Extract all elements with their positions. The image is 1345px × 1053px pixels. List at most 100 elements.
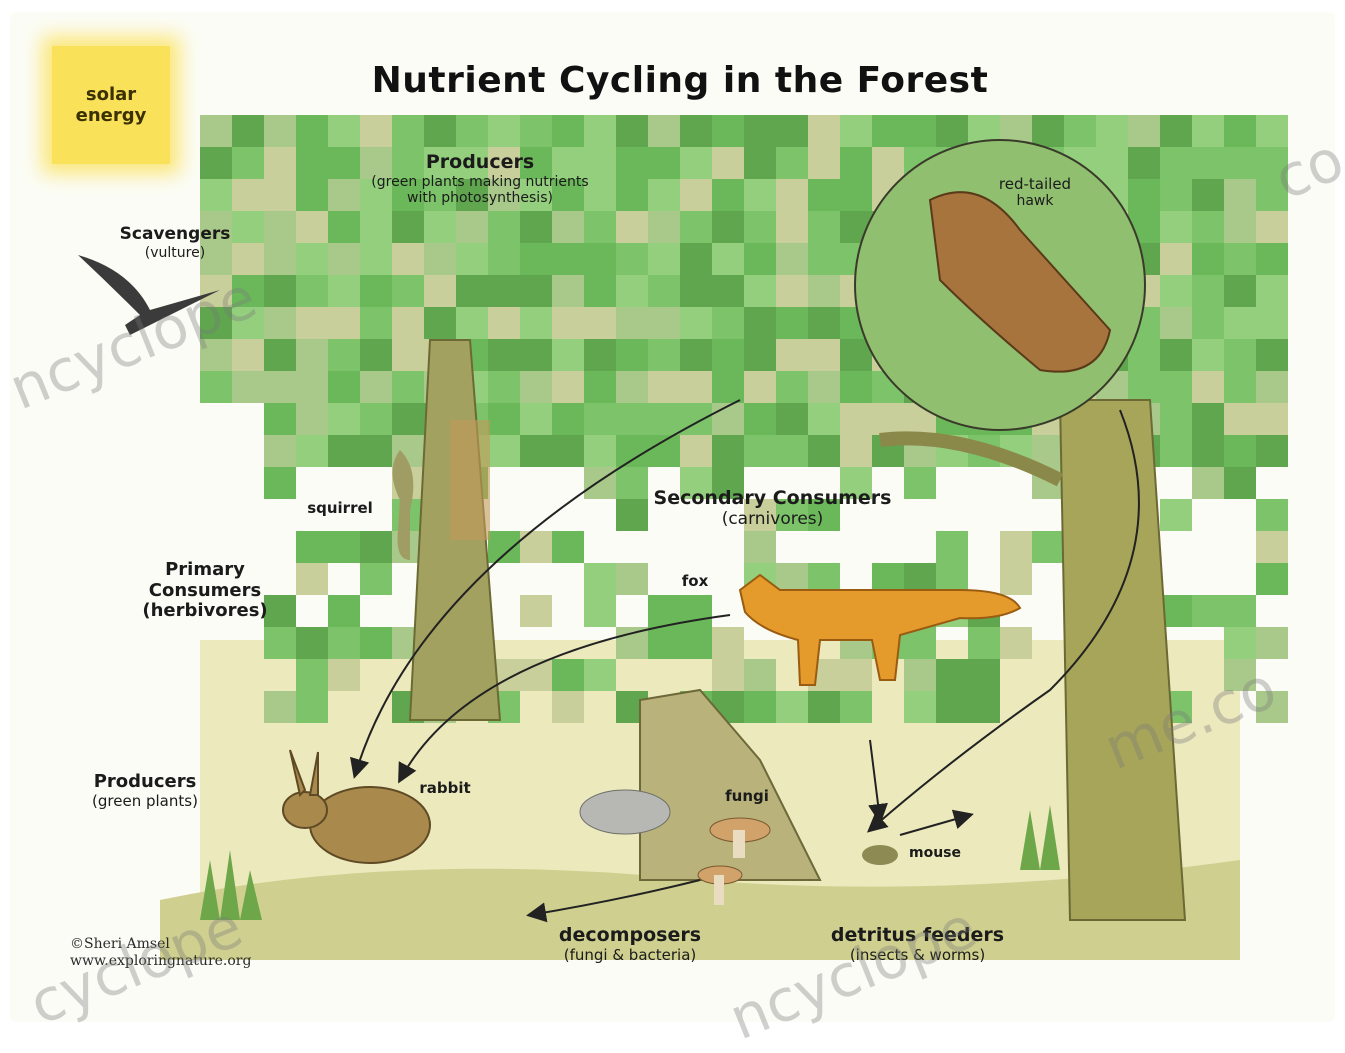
canopy-tile — [232, 371, 264, 403]
canopy-tile — [584, 339, 616, 371]
producers-top-name: Producers — [426, 151, 534, 173]
canopy-tile — [456, 275, 488, 307]
vulture — [78, 255, 220, 335]
canopy-tile — [1224, 659, 1256, 691]
canopy-tile — [616, 243, 648, 275]
label-squirrel: squirrel — [295, 500, 385, 517]
canopy-tile — [648, 211, 680, 243]
canopy-tile — [648, 371, 680, 403]
canopy-tile — [1032, 115, 1064, 147]
canopy-tile — [840, 659, 872, 691]
canopy-tile — [616, 563, 648, 595]
canopy-tile — [904, 115, 936, 147]
canopy-tile — [712, 307, 744, 339]
canopy-tile — [1256, 115, 1288, 147]
canopy-tile — [1192, 435, 1224, 467]
canopy-tile — [776, 307, 808, 339]
canopy-tile — [808, 435, 840, 467]
canopy-tile — [744, 435, 776, 467]
canopy-tile — [1256, 691, 1288, 723]
canopy-tile — [616, 371, 648, 403]
canopy-tile — [712, 243, 744, 275]
canopy-tile — [744, 275, 776, 307]
canopy-tile — [264, 691, 296, 723]
canopy-tile — [904, 659, 936, 691]
canopy-tile — [744, 403, 776, 435]
canopy-tile — [328, 275, 360, 307]
canopy-tile — [584, 435, 616, 467]
canopy-tile — [712, 371, 744, 403]
canopy-tile — [200, 147, 232, 179]
canopy-tile — [424, 211, 456, 243]
canopy-tile — [744, 531, 776, 563]
canopy-tile — [1000, 563, 1032, 595]
canopy-tile — [808, 371, 840, 403]
canopy-tile — [968, 691, 1000, 723]
scavengers-name: Scavengers — [120, 224, 231, 244]
canopy-tile — [200, 371, 232, 403]
canopy-tile — [1256, 403, 1288, 435]
canopy-tile — [1256, 179, 1288, 211]
canopy-tile — [744, 243, 776, 275]
canopy-tile — [552, 339, 584, 371]
label-fungi: fungi — [712, 788, 782, 805]
canopy-tile — [360, 211, 392, 243]
canopy-tile — [200, 179, 232, 211]
canopy-tile — [1160, 179, 1192, 211]
canopy-tile — [552, 115, 584, 147]
canopy-tile — [648, 627, 680, 659]
producers-top-detail2: with photosynthesis) — [330, 190, 630, 206]
canopy-tile — [552, 531, 584, 563]
canopy-tile — [776, 115, 808, 147]
label-producers-top: Producers (green plants making nutrients… — [330, 152, 630, 206]
canopy-tile — [360, 275, 392, 307]
canopy-tile — [776, 435, 808, 467]
canopy-tile — [584, 243, 616, 275]
canopy-tile — [1192, 339, 1224, 371]
canopy-tile — [808, 275, 840, 307]
canopy-tile — [840, 147, 872, 179]
canopy-tile — [584, 115, 616, 147]
canopy-tile — [840, 115, 872, 147]
canopy-tile — [392, 339, 424, 371]
canopy-tile — [1160, 403, 1192, 435]
canopy-tile — [232, 307, 264, 339]
sun-label-line1: solar — [86, 84, 136, 105]
canopy-tile — [840, 435, 872, 467]
canopy-tile — [648, 403, 680, 435]
canopy-tile — [776, 691, 808, 723]
canopy-tile — [520, 595, 552, 627]
canopy-tile — [552, 211, 584, 243]
canopy-tile — [712, 275, 744, 307]
canopy-tile — [1224, 467, 1256, 499]
canopy-tile — [1096, 115, 1128, 147]
canopy-tile — [1224, 243, 1256, 275]
canopy-tile — [328, 659, 360, 691]
canopy-tile — [872, 403, 904, 435]
canopy-tile — [328, 371, 360, 403]
canopy-tile — [264, 339, 296, 371]
left-trunk-patch — [450, 420, 490, 540]
primary-line1: Primary — [165, 559, 245, 580]
canopy-tile — [1192, 211, 1224, 243]
canopy-tile — [1160, 275, 1192, 307]
canopy-tile — [808, 403, 840, 435]
credit-author: ©Sheri Amsel — [70, 936, 251, 953]
canopy-tile — [904, 691, 936, 723]
canopy-tile — [392, 243, 424, 275]
canopy-tile — [360, 435, 392, 467]
canopy-tile — [488, 435, 520, 467]
canopy-tile — [680, 371, 712, 403]
label-primary-consumers: Primary Consumers (herbivores) — [130, 560, 280, 622]
canopy-tile — [744, 371, 776, 403]
diagram-title: Nutrient Cycling in the Forest — [330, 60, 1030, 101]
label-scavengers: Scavengers (vulture) — [100, 225, 250, 261]
canopy-tile — [296, 179, 328, 211]
hawk-line2: hawk — [975, 193, 1095, 209]
canopy-tile — [1160, 211, 1192, 243]
canopy-tile — [1224, 627, 1256, 659]
canopy-tile — [488, 403, 520, 435]
hawk-line1: red-tailed — [999, 175, 1071, 193]
canopy-tile — [648, 307, 680, 339]
canopy-tile — [712, 179, 744, 211]
